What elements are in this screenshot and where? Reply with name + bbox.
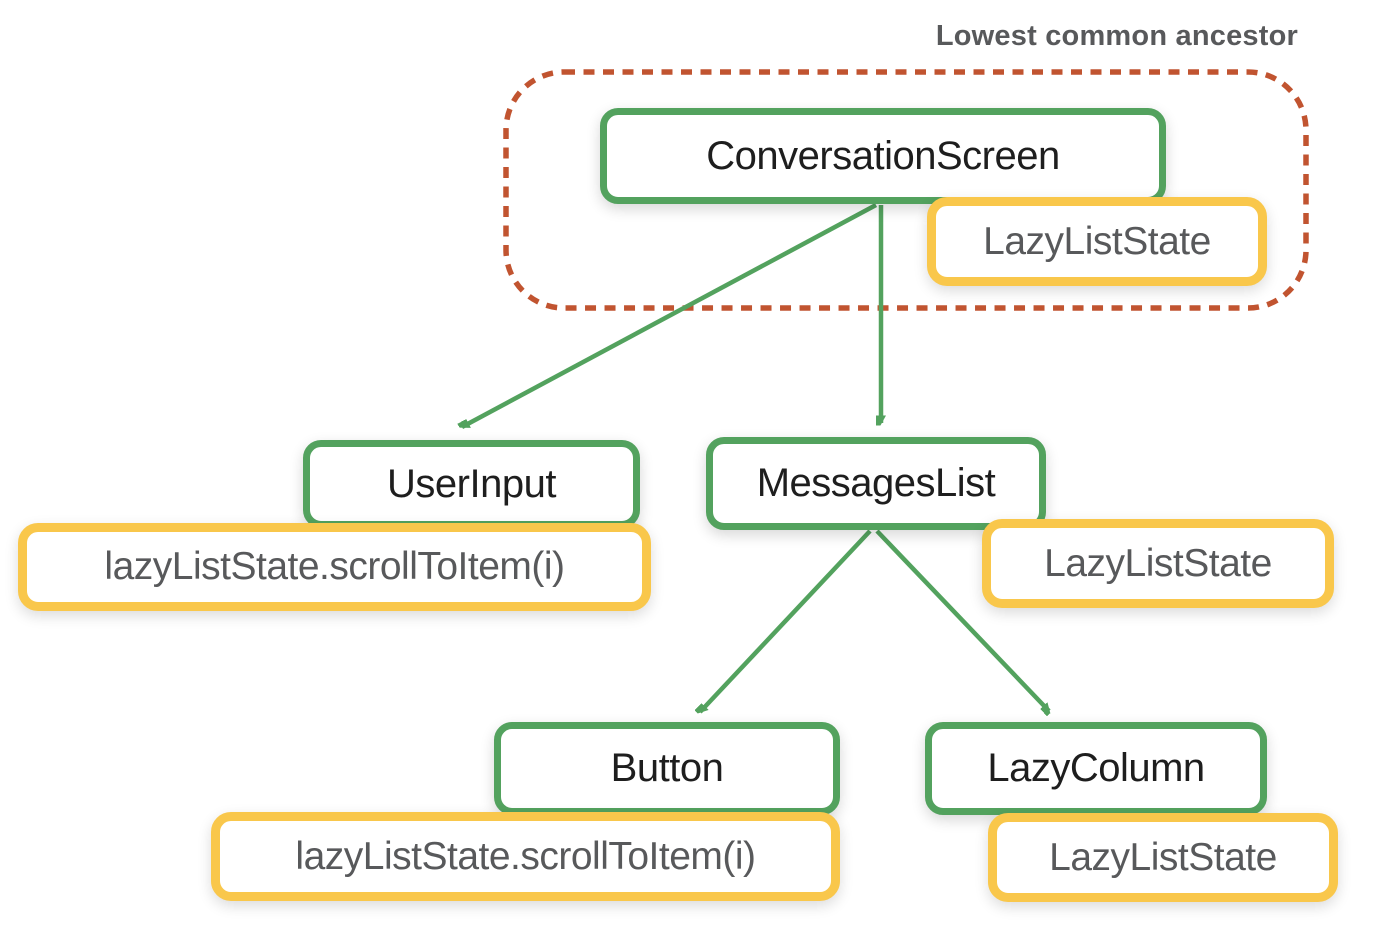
node-lazycolumn: LazyColumn — [925, 722, 1267, 815]
node-messageslist: MessagesList — [706, 437, 1046, 530]
node-button: Button — [494, 722, 840, 815]
node-userinput-label: UserInput — [387, 461, 556, 506]
state-badge-userinput: lazyListState.scrollToItem(i) — [18, 523, 651, 611]
edge-conversationscreen-to-userinput — [462, 203, 878, 429]
edge-messageslist-to-button — [700, 529, 872, 712]
state-badge-messageslist: LazyListState — [982, 519, 1334, 608]
state-badge-button: lazyListState.scrollToItem(i) — [211, 812, 840, 901]
node-conversationscreen-label: ConversationScreen — [706, 133, 1060, 178]
node-conversationscreen: ConversationScreen — [600, 108, 1166, 204]
state-badge-button-label: lazyListState.scrollToItem(i) — [295, 834, 756, 878]
node-messageslist-label: MessagesList — [756, 461, 996, 505]
node-userinput: UserInput — [303, 440, 640, 528]
state-badge-conversationscreen: LazyListState — [927, 197, 1267, 286]
node-button-label: Button — [610, 746, 724, 790]
state-badge-userinput-label: lazyListState.scrollToItem(i) — [104, 545, 565, 588]
state-badge-messageslist-label: LazyListState — [1044, 541, 1272, 585]
node-lazycolumn-label: LazyColumn — [987, 746, 1205, 790]
state-badge-conversationscreen-label: LazyListState — [983, 219, 1211, 263]
state-badge-lazycolumn-label: LazyListState — [1049, 835, 1277, 879]
state-badge-lazycolumn: LazyListState — [988, 813, 1338, 902]
lowest-common-ancestor-label: Lowest common ancestor — [935, 20, 1298, 52]
